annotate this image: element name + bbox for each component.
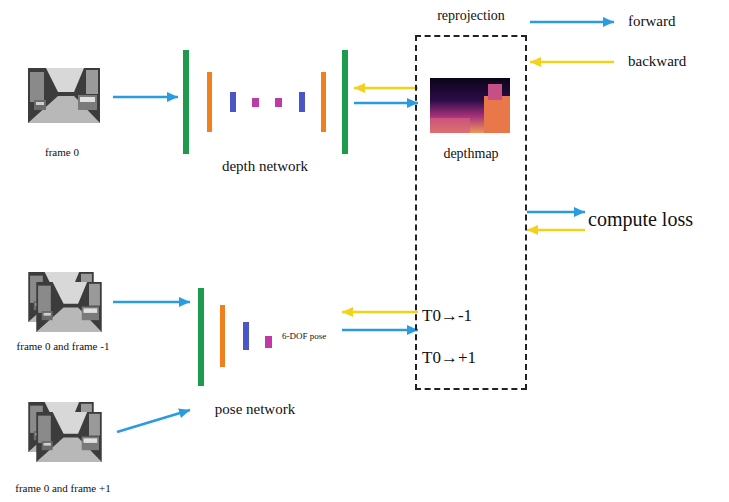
flow-arrow bbox=[527, 229, 585, 232]
network-block: pose network 6-DOF pose bbox=[190, 284, 342, 424]
layer-bar bbox=[321, 72, 326, 132]
pose-output: T0→-1 bbox=[418, 298, 524, 338]
flow-arrow bbox=[113, 301, 190, 304]
layer-bar bbox=[198, 288, 204, 386]
frame-image: frame 0 bbox=[13, 62, 113, 164]
image-caption: frame 0 and frame -1 bbox=[17, 340, 110, 353]
network-label: pose network bbox=[215, 400, 295, 418]
legend-label: forward bbox=[628, 12, 675, 30]
image-caption: frame 0 bbox=[45, 146, 79, 159]
frame-photo bbox=[36, 412, 101, 462]
pose-network-layers bbox=[198, 288, 272, 386]
flow-arrow bbox=[527, 211, 585, 214]
transform-label: T0→+1 bbox=[422, 348, 476, 368]
output-label: 6-DOF pose bbox=[282, 331, 326, 342]
depth-network-layers bbox=[183, 50, 348, 154]
group-box: reprojectiondepthmapT0→-1T0→+1 bbox=[415, 35, 527, 390]
image-caption: frame 0 and frame +1 bbox=[15, 482, 110, 495]
legend-label: backward bbox=[628, 52, 686, 70]
layer-bar bbox=[220, 305, 225, 367]
layer-bar bbox=[207, 72, 212, 132]
flow-arrow bbox=[354, 87, 418, 90]
layer-bar bbox=[243, 322, 249, 350]
loss-label: compute loss bbox=[588, 207, 693, 231]
legend-arrow bbox=[530, 21, 614, 24]
depthmap-image bbox=[430, 78, 510, 133]
depthmap-ground bbox=[430, 78, 510, 133]
frame-photo bbox=[28, 68, 100, 123]
layer-bar bbox=[252, 98, 259, 107]
depthmap-box: depthmap bbox=[418, 72, 524, 172]
network-block: depth network bbox=[178, 45, 354, 181]
layer-bar bbox=[275, 98, 282, 107]
depthmap-object bbox=[484, 96, 510, 133]
pose-output: T0→+1 bbox=[418, 342, 524, 378]
loss-box: compute loss bbox=[585, 204, 725, 236]
depthmap-object bbox=[430, 118, 470, 133]
layer-bar bbox=[342, 50, 348, 154]
frame-pair-image: frame 0 and frame +1 bbox=[13, 398, 117, 498]
network-label: depth network bbox=[222, 157, 308, 175]
layer-bar bbox=[183, 50, 189, 154]
layer-bar bbox=[265, 336, 272, 348]
flow-arrow bbox=[342, 311, 418, 314]
legend-arrow bbox=[530, 61, 614, 64]
transform-label: T0→-1 bbox=[422, 306, 472, 326]
frame-photo bbox=[36, 282, 101, 332]
flow-arrow bbox=[117, 410, 190, 432]
depthmap-object bbox=[488, 84, 502, 100]
frame-pair-image: frame 0 and frame -1 bbox=[13, 270, 113, 356]
flow-arrow bbox=[354, 102, 418, 105]
layer-bar bbox=[299, 92, 305, 112]
group-heading: reprojection bbox=[437, 8, 505, 25]
image-caption: depthmap bbox=[443, 146, 498, 163]
flow-arrow bbox=[113, 96, 178, 99]
layer-bar bbox=[230, 92, 236, 112]
flow-arrow bbox=[342, 329, 418, 332]
